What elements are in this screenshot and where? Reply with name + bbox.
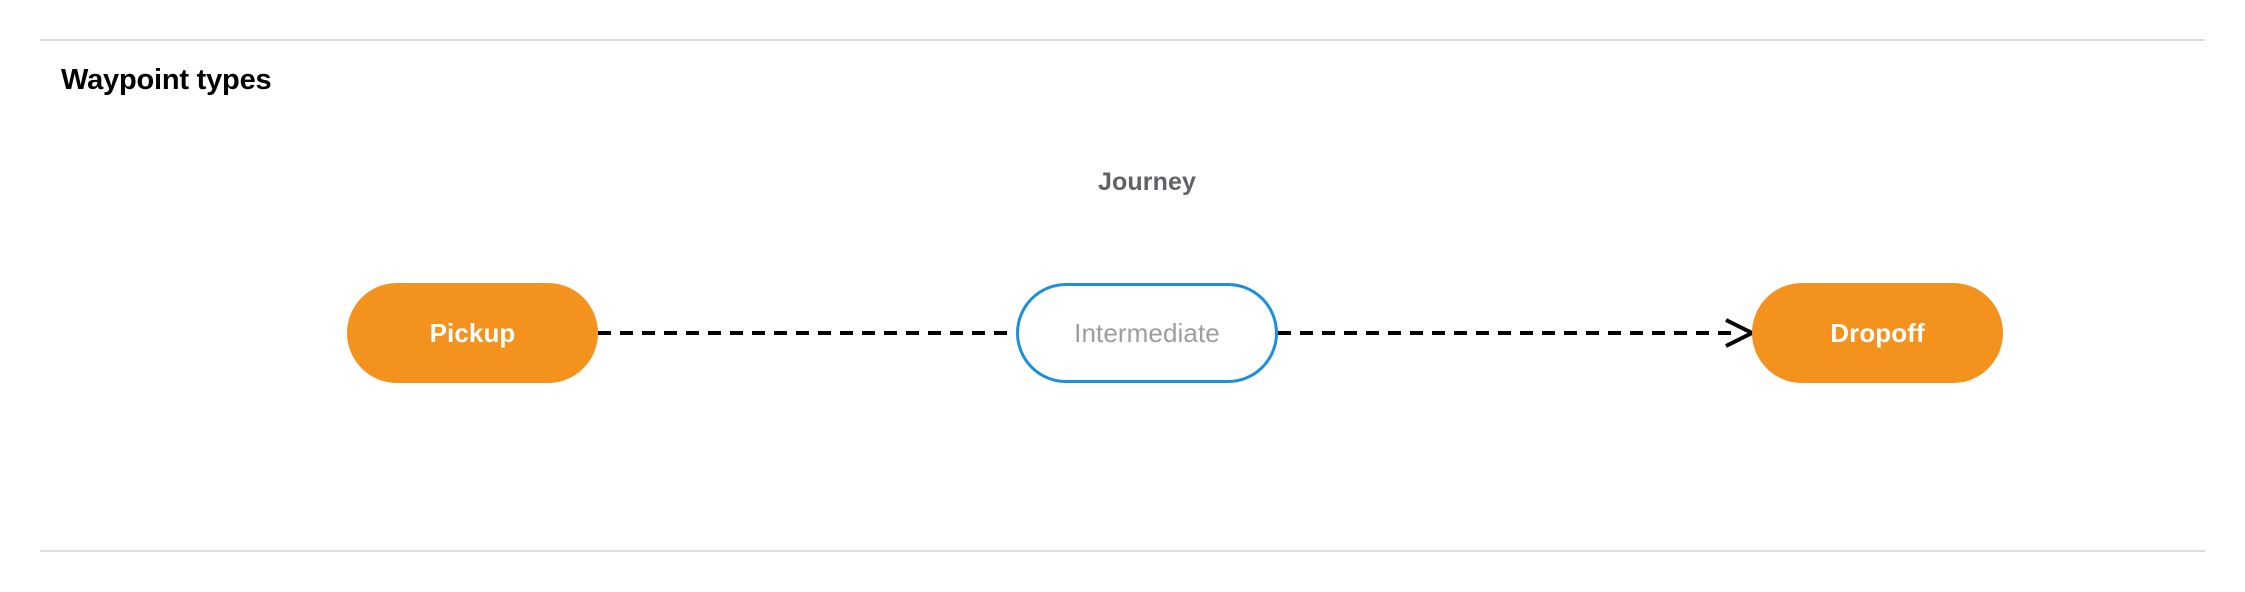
section-divider-bottom xyxy=(40,550,2205,552)
arrowhead-icon xyxy=(1725,318,1757,348)
section-divider-top xyxy=(40,39,2205,41)
journey-group-label: Journey xyxy=(1098,168,1196,196)
waypoint-node-dropoff[interactable]: Dropoff xyxy=(1752,283,2003,383)
waypoint-label-pickup: Pickup xyxy=(429,317,516,348)
waypoint-node-pickup[interactable]: Pickup xyxy=(347,283,598,383)
page-title: Waypoint types xyxy=(61,64,272,96)
waypoint-label-dropoff: Dropoff xyxy=(1830,317,1925,348)
waypoint-node-intermediate[interactable]: Intermediate xyxy=(1016,283,1278,383)
waypoint-label-intermediate: Intermediate xyxy=(1074,317,1220,348)
